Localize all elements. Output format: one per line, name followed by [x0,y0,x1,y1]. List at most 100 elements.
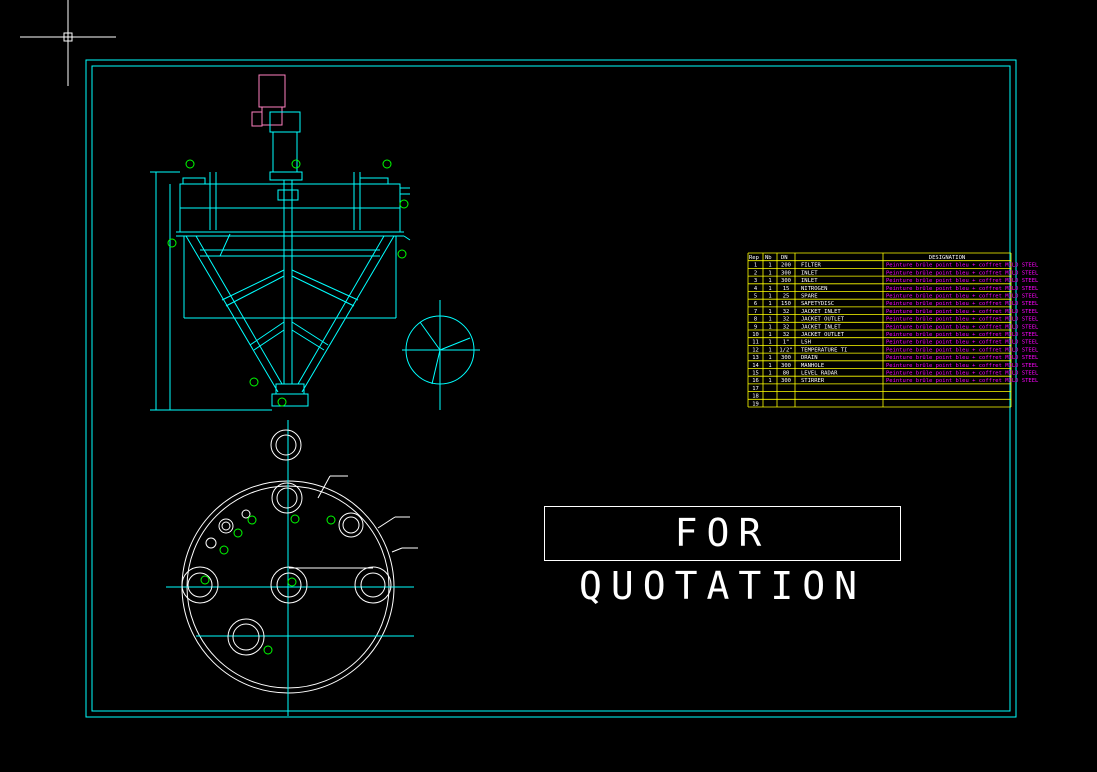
balloon-p5 [219,545,229,555]
balloon-e2 [291,159,301,169]
stirrer-motor [251,74,286,127]
balloon-e3 [382,159,392,169]
table-row-nb: 1 [768,363,771,369]
table-row-label: LEVEL RADAR [801,371,838,377]
table-row-dn: 32 [783,332,790,338]
table-header-rep: Rep [749,255,759,261]
table-row-nb: 1 [768,378,771,384]
table-row-rep: 19 [752,401,759,407]
table-row-rep: 12 [752,347,759,353]
table-row-rep: 2 [754,270,757,276]
table-row-material: Peinture brûle point bleu + coffret MILD… [886,370,1039,377]
table-row-rep: 5 [754,294,757,300]
elevation-view [150,74,411,411]
table-row-label: TEMPERATURE TI [801,347,847,353]
table-row-label: NITROGEN [801,286,828,292]
table-row-material: Peinture brûle point bleu + coffret MILD… [886,346,1039,353]
table-row-nb: 1 [768,286,771,292]
balloon-p2 [247,515,257,525]
table-row-nb: 1 [768,371,771,377]
table-row-label: DRAIN [801,355,818,361]
table-row-rep: 8 [754,317,757,323]
table-row-label: INLET [801,278,818,284]
table-row-dn: 80 [783,371,790,377]
table-row-dn: 300 [781,363,791,369]
table-row-rep: 4 [754,286,758,292]
table-row-dn: 300 [781,270,791,276]
table-header-dn: DN [781,255,788,261]
table-row-material: Peinture brûle point bleu + coffret MILD… [886,277,1039,284]
table-row-rep: 14 [752,363,759,369]
balloon-e6 [397,249,407,259]
elevation-balloons [167,159,409,407]
table-row-label: STIRRER [801,378,825,384]
table-row-rep: 15 [752,371,759,377]
table-row-label: SPARE [801,294,818,300]
table-row-dn: 1/2" [779,347,792,353]
table-row-nb: 1 [768,324,771,330]
table-row-label: FILTER [801,263,822,269]
table-row-nb: 1 [768,270,771,276]
table-row-rep: 6 [754,301,757,307]
table-row-label: JACKET OUTLET [801,317,845,323]
table-row-material: Peinture brûle point bleu + coffret MILD… [886,269,1039,276]
table-row-rep: 1 [754,263,757,269]
table-row-dn: 1" [783,340,790,346]
table-row-material: Peinture brûle point bleu + coffret MILD… [886,285,1039,292]
table-row-dn: 32 [783,309,790,315]
table-row-nb: 1 [768,317,771,323]
table-row-nb: 1 [768,309,771,315]
table-row-label: MANHOLE [801,363,824,369]
balloon-p4 [233,528,243,538]
plan-view [166,420,418,716]
crosshair-cursor [20,0,116,86]
table-row-nb: 1 [768,340,771,346]
table-row-label: JACKET INLET [801,324,841,330]
table-row-dn: 32 [783,317,790,323]
table-row-nb: 1 [768,278,771,284]
table-row-material: Peinture brûle point bleu + coffret MILD… [886,362,1039,369]
table-row-dn: 300 [781,378,791,384]
table-row-material: Peinture brûle point bleu + coffret MILD… [886,331,1039,338]
table-row-material: Peinture brûle point bleu + coffret MILD… [886,316,1039,323]
table-row-rep: 18 [752,394,759,400]
table-row-material: Peinture brûle point bleu + coffret MILD… [886,354,1039,361]
table-row-dn: 200 [781,263,791,269]
table-row-dn: 32 [783,324,790,330]
balloon-e5 [167,238,177,248]
balloon-e7 [249,377,259,387]
table-row-dn: 25 [783,294,790,300]
table-row-label: LSH [801,340,811,346]
table-row-nb: 1 [768,301,771,307]
table-row-label: JACKET OUTLET [801,332,845,338]
table-row-nb: 1 [768,347,771,353]
table-header-nb: Nb [765,255,772,261]
balloon-p3 [326,515,336,525]
table-row-label: INLET [801,270,818,276]
table-row-material: Peinture brûle point bleu + coffret MILD… [886,339,1039,346]
table-header-designation: DESIGNATION [929,255,965,261]
balloon-e8 [277,397,287,407]
table-row-rep: 11 [752,340,759,346]
balloon-e4 [399,199,409,209]
table-row-nb: 1 [768,332,771,338]
table-row-dn: 300 [781,355,791,361]
table-row-rep: 3 [754,278,757,284]
table-row-rep: 10 [752,332,759,338]
plan-balloons [200,514,336,655]
table-row-dn: 15 [783,286,790,292]
table-row-nb: 1 [768,294,771,300]
table-row-material: Peinture brûle point bleu + coffret MILD… [886,293,1039,300]
stirrer-section-view [402,300,480,410]
table-row-rep: 9 [754,324,757,330]
table-row-rep: 17 [752,386,759,392]
drawing-frame [85,59,1017,718]
table-row-label: SAFETYDISC [801,301,834,307]
table-row-rep: 16 [752,378,759,384]
table-row-label: JACKET INLET [801,309,841,315]
table-row-material: Peinture brûle point bleu + coffret MILD… [886,377,1039,384]
table-row-rep: 13 [752,355,759,361]
table-row-dn: 300 [781,278,791,284]
